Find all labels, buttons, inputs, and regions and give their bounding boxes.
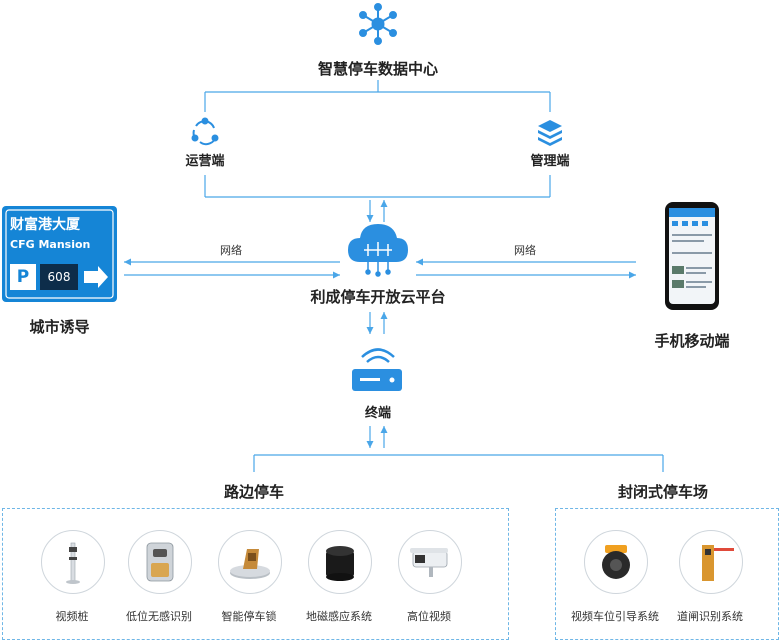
geomagnetic-label: 地磁感应系统	[306, 610, 372, 623]
platform-title: 利成停车开放云平台	[310, 288, 446, 306]
closed-lot-title: 封闭式停车场	[617, 483, 708, 501]
sign-p-letter: P	[16, 267, 30, 287]
smart-lock-label: 智能停车锁	[221, 610, 277, 623]
parking-p-box	[10, 264, 36, 290]
closed-lot-group	[555, 508, 779, 640]
sign-building-name: 财富港大厦	[10, 217, 80, 233]
cloud-terminal-arrows	[366, 312, 388, 334]
terminal-title: 终端	[364, 406, 391, 421]
mobile-title: 手机移动端	[654, 332, 730, 350]
datacenter-title: 智慧停车数据中心	[317, 60, 438, 78]
geomagnetic-device	[308, 530, 372, 594]
high-video-device	[398, 530, 462, 594]
hub-network-icon	[359, 3, 397, 45]
sign-english-name: CFG Mansion	[10, 238, 91, 251]
video-pile-device	[41, 530, 105, 594]
phone-illustration	[665, 202, 719, 310]
high-video-label: 高位视频	[407, 610, 451, 623]
mgmt-label: 管理端	[530, 154, 570, 169]
low-position-label: 低位无感识别	[126, 610, 192, 623]
layers-icon	[538, 120, 562, 146]
geomagnetic-sensor-icon	[326, 546, 354, 581]
surveillance-camera-icon	[410, 548, 448, 577]
roadside-group	[2, 508, 509, 640]
parking-lock-icon	[230, 549, 270, 579]
guidance-camera-icon	[602, 545, 630, 579]
video-pile-icon	[66, 542, 80, 584]
sign-count: 608	[47, 270, 71, 284]
roadside-title: 路边停车	[223, 483, 284, 501]
gate-recognition-label: 道闸识别系统	[677, 610, 743, 623]
arrow-right-icon	[84, 266, 108, 288]
video-pile-label: 视频桩	[55, 610, 89, 623]
cloud-icon	[348, 224, 408, 277]
low-position-device	[128, 530, 192, 594]
datacenter-connector	[204, 80, 551, 198]
terminal-field-arrows	[366, 426, 388, 448]
network-label-right: 网络	[514, 244, 536, 257]
sync-icon	[191, 117, 219, 146]
ops-label: 运营端	[185, 154, 225, 169]
network-arrows	[123, 258, 636, 279]
gate-recognition-device	[679, 530, 743, 594]
city-guidance-title: 城市诱导	[29, 318, 90, 336]
network-label-left: 网络	[220, 244, 242, 257]
guidance-camera-device	[584, 530, 648, 594]
parking-count-box	[40, 264, 78, 290]
low-position-camera-icon	[146, 542, 174, 582]
city-sign	[2, 206, 117, 302]
field-connector	[253, 454, 664, 472]
guidance-camera-label: 视频车位引导系统	[571, 610, 659, 623]
smart-lock-device	[218, 530, 282, 594]
center-cloud-arrows	[366, 200, 388, 222]
barrier-gate-icon	[702, 545, 734, 581]
router-icon	[352, 348, 402, 391]
